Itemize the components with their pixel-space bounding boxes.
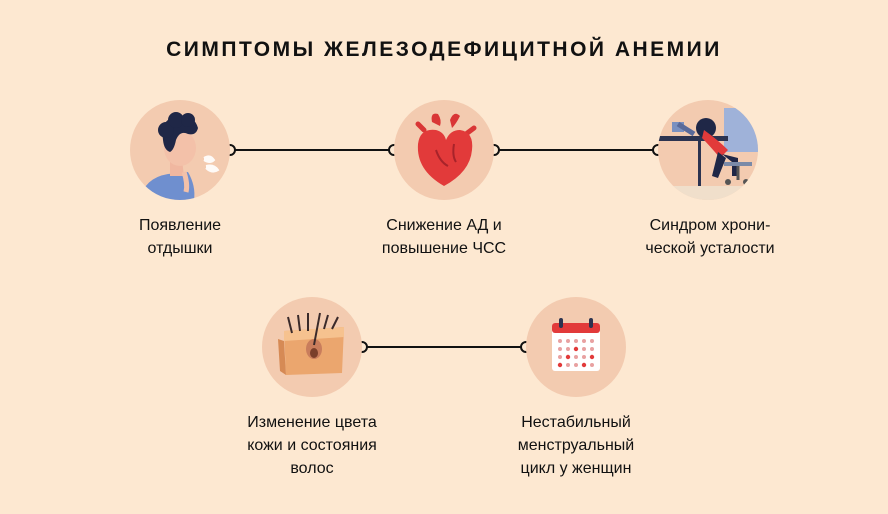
symptom-label-shortness-of-breath: Появление отдышки (138, 217, 222, 257)
connector-line-3 (362, 346, 526, 348)
symptom-label-skin-hair: Изменение цвета кожи и состояния волос (247, 414, 377, 477)
skin-hair-icon (262, 297, 362, 397)
tired-person-at-desk-icon (658, 100, 758, 200)
page-title: СИМПТОМЫ ЖЕЛЕЗОДЕФИЦИТНОЙ АНЕМИИ (166, 38, 722, 61)
symptom-label-blood-pressure: Снижение АД и повышение ЧСС (381, 217, 507, 257)
connector-line-2 (494, 149, 658, 151)
heart-icon (394, 100, 494, 200)
symptom-label-menstrual-cycle: Нестабильный менструальный цикл у женщин (517, 414, 635, 477)
connector-line-1 (230, 149, 394, 151)
symptom-label-chronic-fatigue: Синдром хрони- ческой усталости (645, 217, 775, 257)
breathing-person-icon (130, 100, 230, 200)
calendar-icon (526, 297, 626, 397)
